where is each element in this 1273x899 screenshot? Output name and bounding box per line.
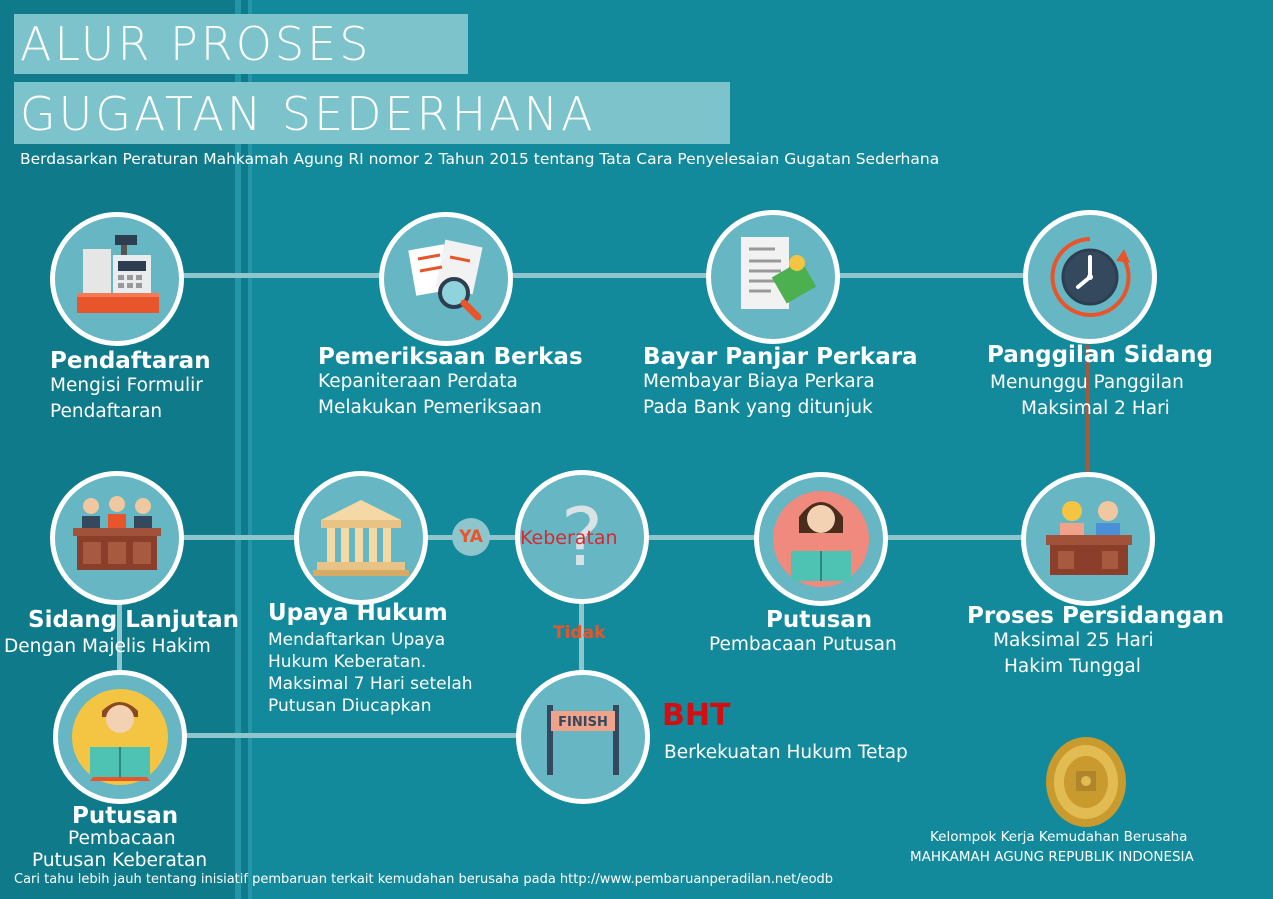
persidangan-desc-2: Hakim Tunggal xyxy=(1004,656,1141,677)
three-judges-icon xyxy=(73,496,161,570)
woman-reading-icon xyxy=(773,491,869,587)
band-stripe xyxy=(235,0,241,899)
pemeriksaan-desc-2: Melakukan Pemeriksaan xyxy=(318,397,542,418)
title-line-2: GUGATAN SEDERHANA xyxy=(14,82,730,144)
connector-bottom xyxy=(180,733,525,738)
connector-top xyxy=(180,273,1090,278)
finish-circle: FINISH xyxy=(516,670,650,804)
subtitle: Berdasarkan Peraturan Mahkamah Agung RI … xyxy=(20,150,940,168)
two-judges-icon xyxy=(1046,501,1132,575)
pendaftaran-title: Pendaftaran xyxy=(50,348,211,374)
putusan-keberatan-desc-2: Putusan Keberatan xyxy=(32,850,208,871)
putusan-desc-1: Pembacaan Putusan xyxy=(709,634,897,655)
bht-label: BHT xyxy=(662,698,731,733)
svg-text:?: ? xyxy=(561,491,603,584)
org-line-2: MAHKAMAH AGUNG REPUBLIK INDONESIA xyxy=(910,849,1194,865)
title-line-1: ALUR PROSES xyxy=(14,14,468,74)
persidangan-title: Proses Persidangan xyxy=(967,603,1225,629)
sidang-lanjutan-desc-1: Dengan Majelis Hakim xyxy=(4,636,211,657)
supreme-court-seal-icon xyxy=(1046,737,1126,827)
pendaftaran-desc-2: Pendaftaran xyxy=(50,401,163,422)
putusan-circle xyxy=(754,472,888,606)
pemeriksaan-title: Pemeriksaan Berkas xyxy=(318,344,583,370)
bht-desc: Berkekuatan Hukum Tetap xyxy=(664,742,908,763)
keberatan-label: Keberatan xyxy=(520,527,618,549)
putusan-title: Putusan xyxy=(766,607,873,633)
sidang-lanjutan-circle xyxy=(50,471,184,605)
tidak-label: Tidak xyxy=(553,623,606,643)
footer-link-text: Cari tahu lebih jauh tentang inisiatif p… xyxy=(14,872,834,887)
persidangan-desc-1: Maksimal 25 Hari xyxy=(993,630,1154,651)
ya-label: YA xyxy=(459,527,483,547)
connector-right xyxy=(1085,345,1090,480)
putusan-keberatan-title: Putusan xyxy=(72,803,179,829)
connector-tidak xyxy=(579,595,584,675)
bayar-circle xyxy=(706,210,840,344)
pendaftaran-circle xyxy=(50,212,184,346)
panggilan-circle xyxy=(1023,210,1157,344)
finish-banner-icon: FINISH xyxy=(547,705,619,775)
bayar-desc-1: Membayar Biaya Perkara xyxy=(643,371,875,392)
upaya-desc-1: Mendaftarkan Upaya xyxy=(268,630,446,650)
pemeriksaan-circle xyxy=(379,212,513,346)
panggilan-desc-1: Menunggu Panggilan xyxy=(990,372,1184,393)
org-line-1: Kelompok Kerja Kemudahan Berusaha xyxy=(930,829,1188,845)
upaya-desc-4: Putusan Diucapkan xyxy=(268,696,432,716)
keberatan-circle: ? xyxy=(515,470,649,604)
ya-badge xyxy=(452,518,490,556)
upaya-circle xyxy=(294,471,428,605)
putusan-keberatan-circle xyxy=(53,670,187,804)
pendaftaran-desc-1: Mengisi Formulir xyxy=(50,375,203,396)
panggilan-title: Panggilan Sidang xyxy=(987,342,1214,368)
question-mark-icon: ? xyxy=(561,491,603,584)
pemeriksaan-desc-1: Kepaniteraan Perdata xyxy=(318,371,518,392)
cash-register-icon xyxy=(77,235,159,313)
sidang-lanjutan-title: Sidang Lanjutan xyxy=(28,607,239,633)
finish-sign-text: FINISH xyxy=(558,715,608,730)
clock-icon xyxy=(1050,237,1131,317)
connector-left xyxy=(117,600,122,675)
invoice-money-icon xyxy=(741,237,817,309)
bayar-title: Bayar Panjar Perkara xyxy=(643,344,918,370)
persidangan-circle xyxy=(1021,472,1155,606)
band-stripe xyxy=(248,0,252,899)
putusan-keberatan-desc-1: Pembacaan xyxy=(68,828,176,849)
man-reading-icon xyxy=(72,689,168,785)
panggilan-desc-2: Maksimal 2 Hari xyxy=(1021,398,1170,419)
upaya-desc-3: Maksimal 7 Hari setelah xyxy=(268,674,473,694)
bayar-desc-2: Pada Bank yang ditunjuk xyxy=(643,397,873,418)
upaya-title: Upaya Hukum xyxy=(268,600,448,626)
courthouse-icon xyxy=(313,500,409,576)
upaya-desc-2: Hukum Keberatan. xyxy=(268,652,427,672)
document-magnifier-icon xyxy=(408,239,483,321)
